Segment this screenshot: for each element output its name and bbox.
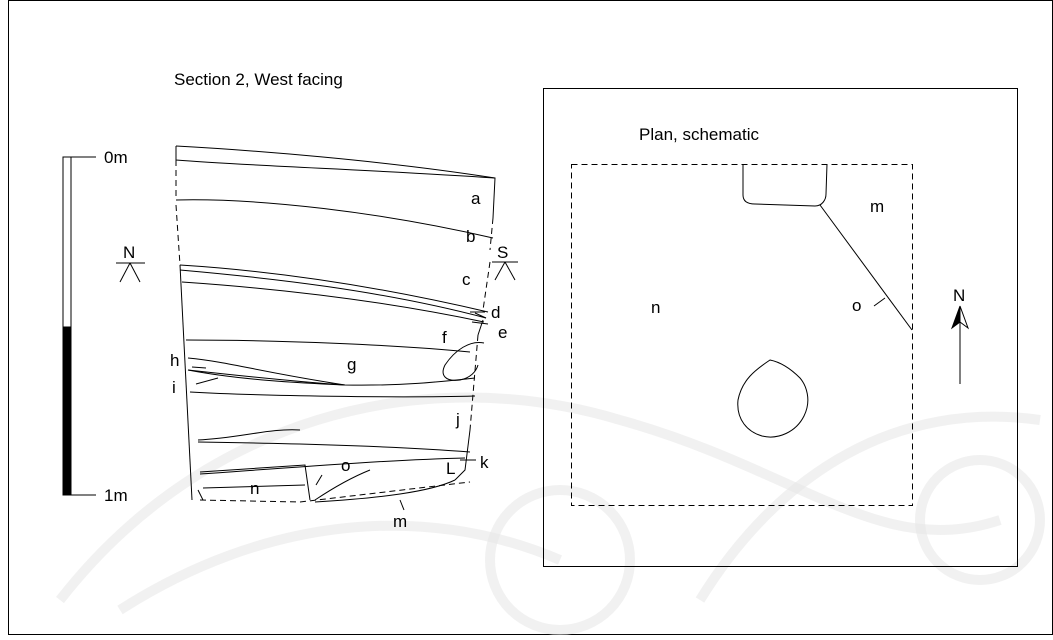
plan-pit-feature bbox=[737, 359, 809, 438]
layer-label-L: L bbox=[446, 459, 455, 478]
layer-label-j: j bbox=[455, 410, 460, 429]
watermark bbox=[56, 392, 1045, 635]
layer-label-k: k bbox=[480, 453, 489, 472]
layer-label-o: o bbox=[341, 456, 350, 475]
scale-bar-white bbox=[62, 156, 72, 328]
layer-label-c: c bbox=[462, 270, 471, 289]
plan-frame bbox=[543, 88, 1018, 567]
scale-bar-black bbox=[62, 326, 72, 496]
plan-north-label: N bbox=[953, 286, 965, 305]
layer-label-a: a bbox=[471, 189, 481, 208]
outer-frame bbox=[8, 0, 1053, 635]
layer-label-f: f bbox=[442, 328, 447, 347]
layer-label-h: h bbox=[170, 351, 179, 370]
scale-bottom-label: 1m bbox=[104, 486, 128, 505]
section-north-label: N bbox=[123, 243, 135, 262]
section-title: Section 2, West facing bbox=[174, 70, 343, 89]
plan-cut-feature bbox=[742, 163, 828, 207]
plan-label-m: m bbox=[870, 197, 884, 216]
layer-label-i: i bbox=[172, 378, 176, 397]
scale-bar bbox=[62, 156, 96, 496]
section-south-label: S bbox=[497, 243, 508, 262]
plan-boundary-line bbox=[819, 204, 913, 331]
section-south-marker bbox=[492, 261, 518, 281]
plan-north-arrow bbox=[950, 305, 970, 384]
plan-label-n: n bbox=[651, 298, 660, 317]
section-north-marker bbox=[116, 262, 145, 283]
plan-leader-o bbox=[873, 297, 886, 307]
layer-label-d: d bbox=[491, 303, 500, 322]
layer-label-n: n bbox=[250, 479, 259, 498]
plan-trench-outline bbox=[571, 164, 913, 506]
plan-title: Plan, schematic bbox=[639, 125, 759, 144]
scale-top-label: 0m bbox=[104, 148, 128, 167]
layer-label-m: m bbox=[393, 512, 407, 531]
plan-label-o: o bbox=[852, 296, 861, 315]
section-profile bbox=[175, 145, 496, 511]
plan-drawing bbox=[571, 163, 913, 506]
layer-label-b: b bbox=[466, 227, 475, 246]
layer-label-g: g bbox=[347, 355, 356, 374]
layer-label-e: e bbox=[498, 323, 507, 342]
